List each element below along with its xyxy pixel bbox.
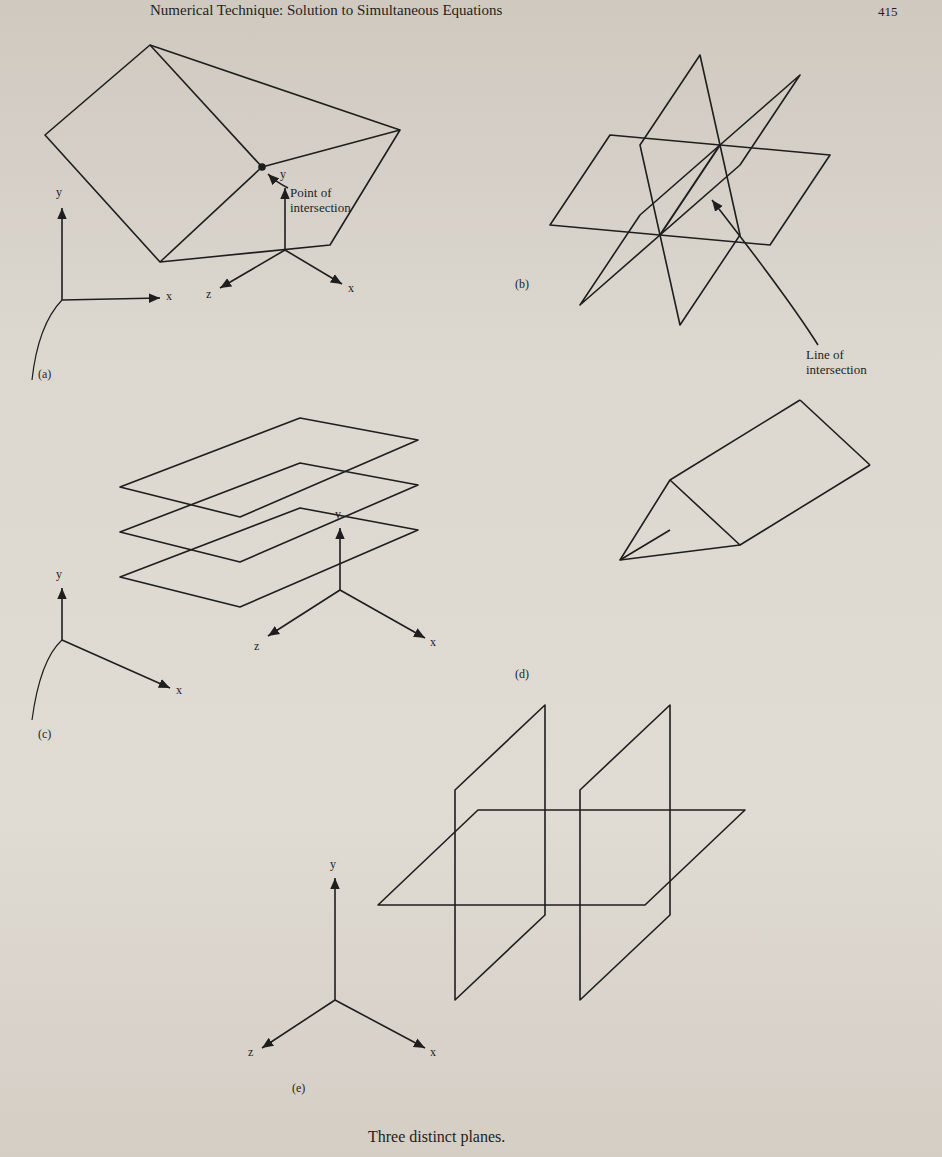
axis-label: y [56, 568, 62, 582]
callout-label: Line of intersection [806, 348, 886, 378]
axis-label: x [348, 282, 354, 296]
panel-label: (e) [292, 1082, 305, 1096]
figure-caption: Three distinct planes. [368, 1128, 505, 1146]
axis-label: x [166, 290, 172, 304]
axis-label: y [330, 858, 336, 872]
axis-label: x [176, 684, 182, 698]
callout-label: Point of intersection [290, 186, 382, 216]
axis-label: x [430, 636, 436, 650]
axis-label: y [335, 508, 341, 522]
panel-label: (a) [38, 368, 51, 382]
running-header: Numerical Technique: Solution to Simulta… [150, 2, 502, 19]
panel-label: (b) [515, 278, 529, 292]
panel-label: (c) [38, 728, 51, 742]
panel-label: (d) [515, 668, 529, 682]
page-number: 415 [878, 5, 898, 20]
axis-label: y [280, 168, 286, 182]
axis-label: x [430, 1046, 436, 1060]
axis-label: z [254, 640, 259, 654]
axis-label: z [248, 1046, 253, 1060]
axis-label: z [206, 288, 211, 302]
axis-label: y [56, 186, 62, 200]
